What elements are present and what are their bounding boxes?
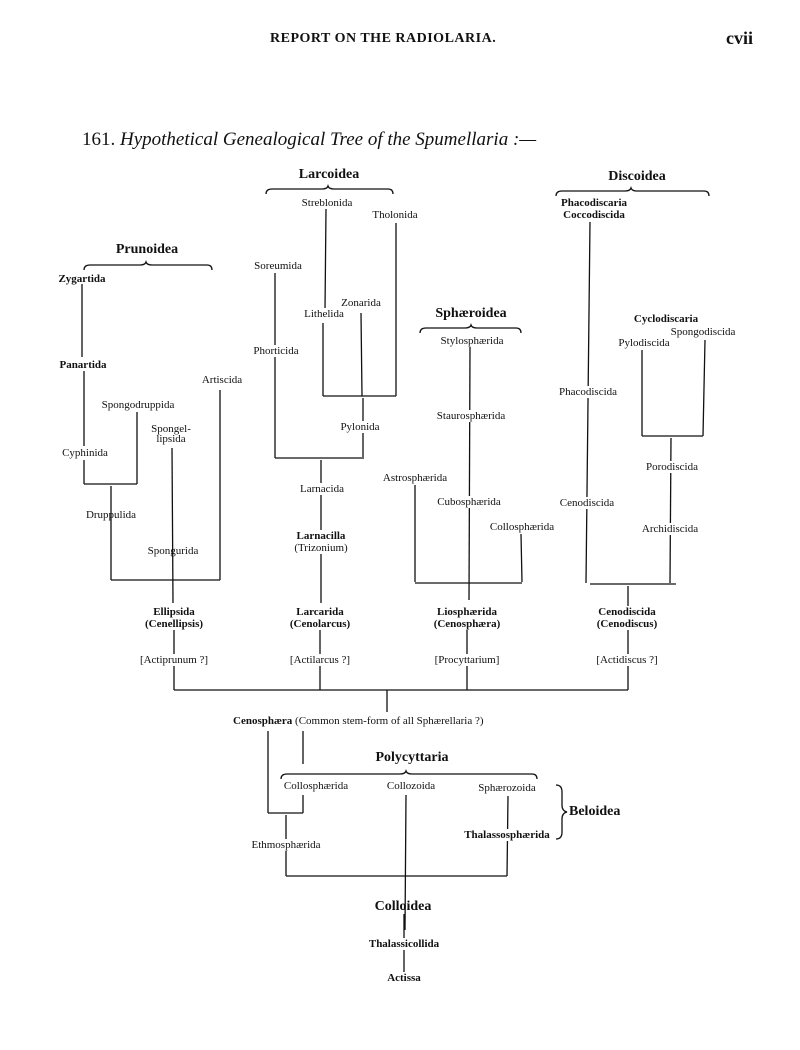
taxon-spongodiscida: Spongodiscida (670, 326, 736, 338)
taxon-ellipsida-name: Ellipsida (153, 606, 195, 618)
taxon-cubosphaerida: Cubosphærida (436, 496, 502, 508)
edge-spongellipsida (171, 447, 174, 604)
taxon-cenosphaera-s: (Cenosphæra) (433, 618, 501, 630)
taxon-liosphaerida-name: Liosphærida (437, 606, 497, 618)
taxon-panartida: Panartida (59, 359, 107, 371)
taxon-actilarcus: [Actilarcus ?] (287, 654, 353, 666)
taxon-pylonida: Pylonida (339, 421, 381, 433)
taxon-spongurida: Spongurida (147, 545, 199, 557)
taxon-porodiscida: Porodiscida (645, 461, 699, 473)
edge-stylosphaerida (468, 346, 471, 601)
taxon-staurosphaerida: Staurosphærida (435, 410, 507, 422)
taxon-cenodiscida: Cenodiscida (Cenodiscus) (596, 606, 658, 630)
brace-larcoidea (265, 183, 394, 195)
taxon-druppulida: Druppulida (85, 509, 137, 521)
taxon-spongellipsida-line1: Spongel- (151, 423, 191, 435)
group-larcoidea: Larcoidea (298, 167, 360, 182)
taxon-cenodiscus: (Cenodiscus) (596, 618, 658, 630)
taxon-thalassicollida: Thalassicollida (367, 938, 441, 950)
taxon-larnacilla-name: Larnacilla (296, 530, 346, 542)
taxon-larcarida-name: Larcarida (296, 606, 344, 618)
taxon-phorticida: Phorticida (252, 345, 300, 357)
taxon-cenolarcus: (Cenolarcus) (289, 618, 351, 630)
taxon-artiscida: Artiscida (201, 374, 243, 386)
taxon-cyphinida: Cyphinida (62, 447, 108, 459)
taxon-collosphaerida-c: Collosphærida (283, 780, 349, 792)
taxon-coccodiscida: Coccodiscida (563, 209, 625, 221)
taxon-lithelida: Lithelida (303, 308, 345, 320)
caption-title: Hypothetical Genealogical Tree of the Sp… (120, 129, 537, 150)
taxon-cenellipsis: (Cenellipsis) (144, 618, 204, 630)
taxon-zonarida: Zonarida (341, 297, 381, 309)
taxon-ethmosphaerida: Ethmosphærida (250, 839, 322, 851)
stem-cenosphaera: Cenosphæra (233, 715, 293, 727)
taxon-trizonium: (Trizonium) (294, 542, 348, 554)
edge-porodiscida (669, 437, 672, 584)
brace-discoidea (555, 185, 710, 197)
taxon-liosphaerida: Liosphærida (Cenosphæra) (434, 606, 501, 630)
group-prunoidea: Prunoidea (115, 242, 179, 257)
taxon-ellipsida: Ellipsida (Cenellipsis) (145, 606, 203, 630)
taxon-sphaerozoida: Sphærozoida (478, 782, 536, 794)
taxon-archidiscida: Archidiscida (640, 523, 700, 535)
taxon-pylodiscida: Pylodiscida (618, 337, 670, 349)
group-colloidea: Colloidea (374, 899, 432, 914)
taxon-soreumida: Soreumida (254, 260, 302, 272)
edge-zonarida (360, 312, 363, 397)
taxon-actissa: Actissa (386, 972, 422, 984)
taxon-phacodiscida: Phacodiscida (557, 386, 619, 398)
taxon-stylosphaerida: Stylosphærida (440, 335, 504, 347)
taxon-procyttarium: [Procyttarium] (432, 654, 502, 666)
running-title: REPORT ON THE RADIOLARIA. (270, 31, 497, 46)
brace-prunoidea (83, 259, 213, 271)
edge-coccodiscida (585, 221, 591, 584)
edge-collozoida (404, 794, 407, 931)
edge-streblonida (324, 208, 327, 311)
edge-spongodiscida (702, 339, 706, 437)
group-discoidea: Discoidea (608, 169, 666, 184)
taxon-phacodiscaria: Phacodiscaria Coccodiscida (561, 197, 627, 221)
group-beloidea: Beloidea (569, 804, 621, 819)
taxon-astrosphaerida: Astrosphærida (382, 472, 448, 484)
page-number: cvii (726, 28, 753, 48)
taxon-streblonida: Streblonida (301, 197, 353, 209)
taxon-zygartida: Zygartida (58, 273, 106, 285)
stem-form: Cenosphæra (Common stem-form of all Sphæ… (233, 715, 484, 727)
taxon-actiprunum: [Actiprunum ?] (137, 654, 211, 666)
brace-beloidea (555, 784, 568, 840)
group-sphaeroidea: Sphæroidea (435, 306, 507, 321)
taxon-tholonida: Tholonida (372, 209, 418, 221)
group-polycyttaria: Polycyttaria (375, 750, 449, 765)
stem-note: (Common stem-form of all Sphærellaria ?) (295, 715, 484, 727)
taxon-larcarida: Larcarida (Cenolarcus) (290, 606, 350, 630)
figure-caption: 161. Hypothetical Genealogical Tree of t… (82, 129, 536, 151)
taxon-cenodiscida-name: Cenodiscida (598, 606, 656, 618)
taxon-larnacida: Larnacida (299, 483, 345, 495)
edge-collosphaerida-s (520, 533, 523, 583)
caption-number: 161. (82, 129, 116, 150)
taxon-spongellipsida-line2: lipsida (156, 433, 186, 445)
taxon-phacodiscaria-name: Phacodiscaria (561, 197, 627, 209)
brace-polycyttaria (280, 768, 538, 780)
taxon-spongodruppida: Spongodruppida (101, 399, 175, 411)
taxon-actidiscus: [Actidiscus ?] (594, 654, 660, 666)
taxon-cyclodiscaria: Cyclodiscaria (633, 313, 699, 325)
taxon-spongellipsida: Spongel- lipsida (151, 423, 191, 445)
taxon-cenodiscida-upper: Cenodiscida (558, 497, 616, 509)
brace-sphaeroidea (419, 322, 522, 334)
taxon-larnacilla: Larnacilla (Trizonium) (294, 530, 348, 554)
taxon-collozoida: Collozoida (386, 780, 436, 792)
taxon-thalassosphaerida: Thalassosphærida (463, 829, 551, 841)
taxon-collosphaerida-s: Collosphærida (489, 521, 555, 533)
